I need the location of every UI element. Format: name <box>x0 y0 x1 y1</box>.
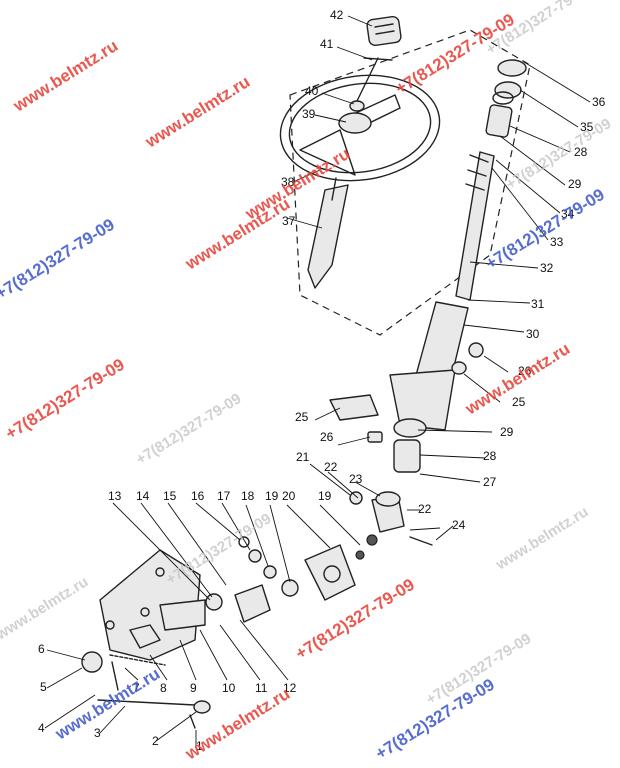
part-label-2: 2 <box>152 734 159 748</box>
middle-joint <box>349 491 433 560</box>
part-label-3: 3 <box>94 726 101 740</box>
part-label-42: 42 <box>330 8 344 22</box>
part-label-27: 27 <box>483 475 497 489</box>
part-label-24: 24 <box>452 518 466 532</box>
watermark-phone: +7(812)327-79-09 <box>0 215 118 303</box>
part-label-22: 22 <box>324 460 338 474</box>
upper-bushings <box>485 59 527 138</box>
part-label-21: 21 <box>296 450 310 464</box>
part-label-31: 31 <box>531 297 545 311</box>
part-label-8: 8 <box>160 681 167 695</box>
part-label-19: 19 <box>318 489 332 503</box>
part-label-34: 34 <box>561 207 575 221</box>
part-label-22: 22 <box>418 502 432 516</box>
watermark-site: www.belmtz.ru <box>141 72 253 152</box>
part-label-30: 30 <box>526 327 540 341</box>
watermark-phone: +7(812)327-79-09 <box>2 355 128 443</box>
part-label-12: 12 <box>283 681 297 695</box>
part-label-19: 19 <box>265 489 279 503</box>
column-housing <box>329 301 484 473</box>
part-label-28: 28 <box>483 449 497 463</box>
part-label-36: 36 <box>592 95 606 109</box>
leader-lines <box>44 15 591 748</box>
watermark-site: www.belmtz.ru <box>492 503 591 574</box>
part-label-33: 33 <box>550 235 564 249</box>
part-label-39: 39 <box>302 107 316 121</box>
part-label-11: 11 <box>255 681 268 695</box>
part-label-29: 29 <box>568 177 582 191</box>
part-label-5: 5 <box>40 680 47 694</box>
part-label-25: 25 <box>512 395 526 409</box>
watermark-site: www.belmtz.ru <box>0 573 91 644</box>
part-label-37: 37 <box>282 214 296 228</box>
part-label-41: 41 <box>320 37 334 51</box>
part-label-23: 23 <box>349 472 363 486</box>
part-label-18: 18 <box>241 489 255 503</box>
watermark-site: www.belmtz.ru <box>181 684 293 764</box>
part-label-20: 20 <box>282 489 296 503</box>
part-label-6: 6 <box>38 642 45 656</box>
part-label-28: 28 <box>574 145 588 159</box>
steering-bracket <box>81 549 211 729</box>
part-label-1: 1 <box>196 739 203 753</box>
watermark-phone: +7(812)327-79-09 <box>503 115 614 193</box>
part-label-26: 26 <box>518 364 532 378</box>
watermark-phone: +7(812)327-79-09 <box>292 575 418 663</box>
part-label-25: 25 <box>295 410 309 424</box>
part-label-9: 9 <box>190 681 197 695</box>
part-label-29: 29 <box>500 425 514 439</box>
steering-wheel <box>279 15 441 182</box>
part-label-13: 13 <box>108 489 122 503</box>
part-label-10: 10 <box>222 681 236 695</box>
column-cover <box>307 177 349 289</box>
part-label-17: 17 <box>217 489 231 503</box>
part-label-26: 26 <box>320 430 334 444</box>
lower-joints <box>205 536 356 623</box>
part-label-4: 4 <box>38 721 45 735</box>
watermark-phone: +7(812)327-79-09 <box>133 390 244 468</box>
part-label-32: 32 <box>540 261 554 275</box>
part-label-14: 14 <box>136 489 150 503</box>
part-label-40: 40 <box>305 84 319 98</box>
part-label-16: 16 <box>191 489 205 503</box>
part-label-15: 15 <box>163 489 177 503</box>
part-label-7: 7 <box>133 681 140 695</box>
watermark-site: www.belmtz.ru <box>9 36 121 116</box>
part-label-38: 38 <box>281 175 295 189</box>
steering-shaft <box>455 151 495 301</box>
part-label-35: 35 <box>580 120 594 134</box>
